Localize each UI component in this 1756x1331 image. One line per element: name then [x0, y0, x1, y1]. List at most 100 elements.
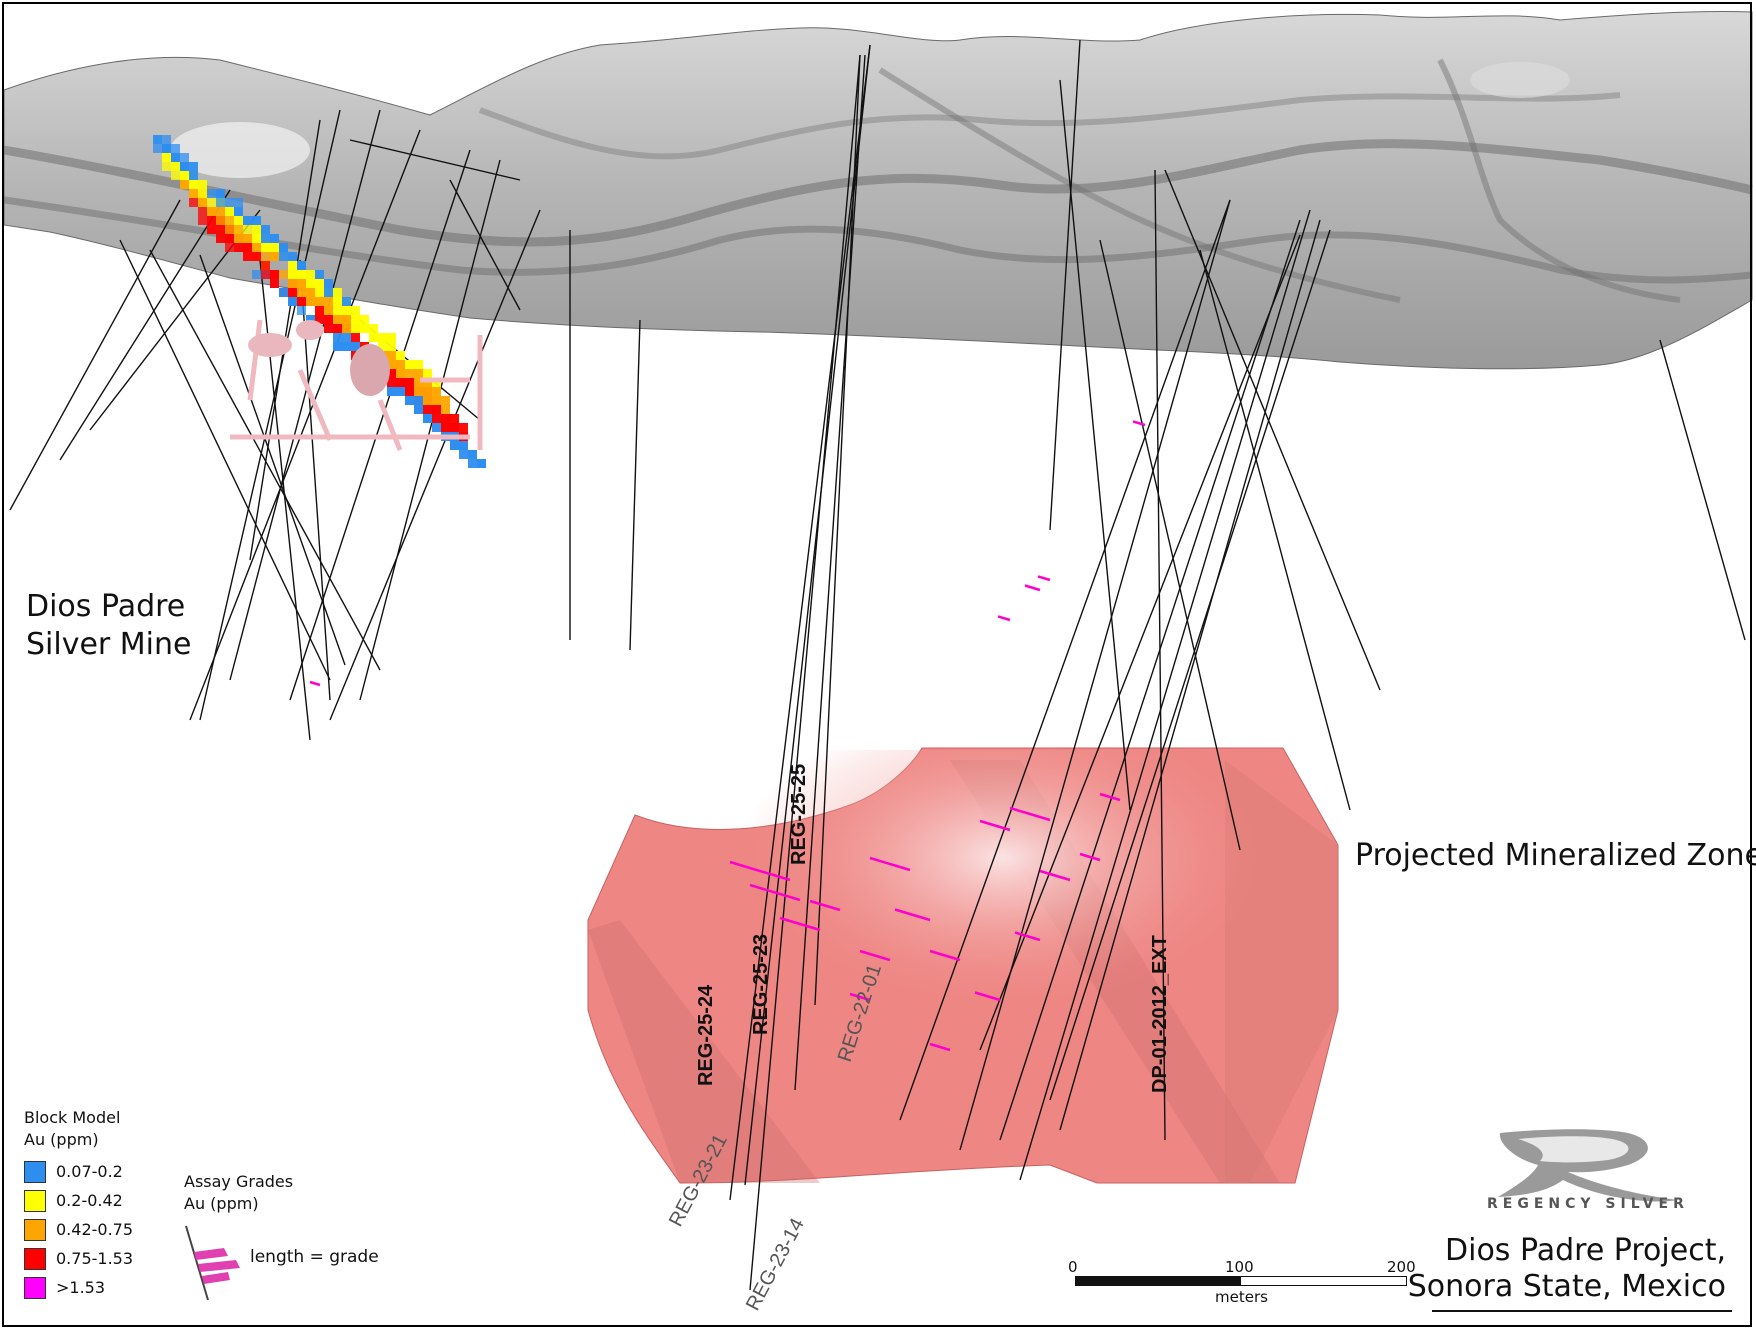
- block-cell: [423, 405, 432, 414]
- block-cell: [432, 387, 441, 396]
- regency-logo-icon: [1498, 1129, 1678, 1202]
- block-cell: [216, 207, 225, 216]
- block-cell: [261, 270, 270, 279]
- assay-note: length = grade: [250, 1247, 379, 1267]
- block-cell: [378, 333, 387, 342]
- drill-trace: [729, 44, 871, 1201]
- legend-range: >1.53: [56, 1278, 106, 1297]
- mine-label-line1: Dios Padre: [26, 589, 186, 624]
- legend-swatch: [24, 1189, 46, 1212]
- block-cell: [270, 279, 279, 288]
- block-cell: [297, 288, 306, 297]
- scale-tick-100: 100: [1225, 1258, 1254, 1276]
- block-cell: [396, 360, 405, 369]
- legend-row: 0.07-0.2: [24, 1157, 133, 1186]
- block-cell: [252, 225, 261, 234]
- block-cell: [171, 153, 180, 162]
- drill-trace: [1059, 79, 1131, 811]
- block-cell: [261, 234, 270, 243]
- block-cell: [306, 315, 315, 324]
- scale-tick-200: 200: [1387, 1258, 1416, 1276]
- block-cell: [288, 252, 297, 261]
- block-cell: [252, 252, 261, 261]
- block-cell: [297, 306, 306, 315]
- scale-bar-white: [1240, 1276, 1407, 1286]
- assay-legend: Assay Grades Au (ppm): [184, 1171, 293, 1215]
- block-cell: [270, 234, 279, 243]
- block-cell: [261, 261, 270, 270]
- drill-trace: [359, 159, 501, 701]
- assay-title-1: Assay Grades: [184, 1172, 294, 1191]
- block-cell: [441, 414, 450, 423]
- block-cell: [414, 405, 423, 414]
- block-cell: [270, 270, 279, 279]
- block-cell: [306, 288, 315, 297]
- block-cell: [432, 423, 441, 432]
- block-cell: [324, 315, 333, 324]
- block-cell: [198, 180, 207, 189]
- block-cell: [252, 243, 261, 252]
- block-cell: [396, 378, 405, 387]
- block-cell: [396, 369, 405, 378]
- assay-tick: [1132, 420, 1146, 427]
- drill-trace: [1049, 39, 1081, 531]
- block-cell: [279, 270, 288, 279]
- assay-tick: [1099, 792, 1121, 802]
- zone-label: Projected Mineralized Zone: [1355, 838, 1756, 873]
- block-cell: [225, 207, 234, 216]
- block-cell: [297, 297, 306, 306]
- drill-trace: [199, 109, 341, 721]
- block-cell: [441, 423, 450, 432]
- scale-unit: meters: [1215, 1288, 1268, 1306]
- legend-range: 0.75-1.53: [56, 1249, 134, 1268]
- block-cell: [207, 198, 216, 207]
- assay-tick: [309, 680, 321, 687]
- block-cell: [432, 405, 441, 414]
- legend-swatch: [24, 1276, 46, 1299]
- drill-trace: [9, 199, 181, 511]
- block-cell: [351, 315, 360, 324]
- block-cell: [405, 396, 414, 405]
- block-cell: [324, 279, 333, 288]
- assay-tick: [809, 899, 841, 912]
- block-cell: [180, 162, 189, 171]
- block-cell: [207, 216, 216, 225]
- block-cell: [225, 198, 234, 207]
- mine-label: Dios Padre Silver Mine: [26, 588, 191, 664]
- block-cell: [225, 243, 234, 252]
- project-title-line2: Sonora State, Mexico: [1407, 1269, 1726, 1304]
- block-cell: [468, 459, 477, 468]
- block-cell: [243, 252, 252, 261]
- block-cell: [279, 252, 288, 261]
- block-cell: [414, 369, 423, 378]
- block-cell: [360, 315, 369, 324]
- legend-row: 0.75-1.53: [24, 1244, 133, 1273]
- block-cell: [342, 333, 351, 342]
- legend-range: 0.42-0.75: [56, 1220, 134, 1239]
- block-cell: [162, 162, 171, 171]
- block-cell: [198, 198, 207, 207]
- block-cell: [333, 315, 342, 324]
- block-cell: [216, 216, 225, 225]
- assay-tick: [1024, 584, 1041, 592]
- block-cell: [216, 189, 225, 198]
- drill-trace: [289, 149, 471, 701]
- block-cell: [189, 189, 198, 198]
- block-cell: [288, 270, 297, 279]
- assay-grade-symbol-icon: [185, 1225, 240, 1301]
- block-cell: [306, 270, 315, 279]
- block-cell: [243, 234, 252, 243]
- block-cell: [234, 234, 243, 243]
- block-cell: [171, 162, 180, 171]
- block-cell: [477, 459, 486, 468]
- block-cell: [162, 135, 171, 144]
- assay-tick: [869, 856, 911, 872]
- block-cell: [333, 297, 342, 306]
- block-cell: [261, 252, 270, 261]
- block-cell: [279, 243, 288, 252]
- block-cell: [234, 243, 243, 252]
- drill-trace: [149, 249, 381, 671]
- block-cell: [423, 414, 432, 423]
- block-cell: [396, 351, 405, 360]
- block-cell: [387, 387, 396, 396]
